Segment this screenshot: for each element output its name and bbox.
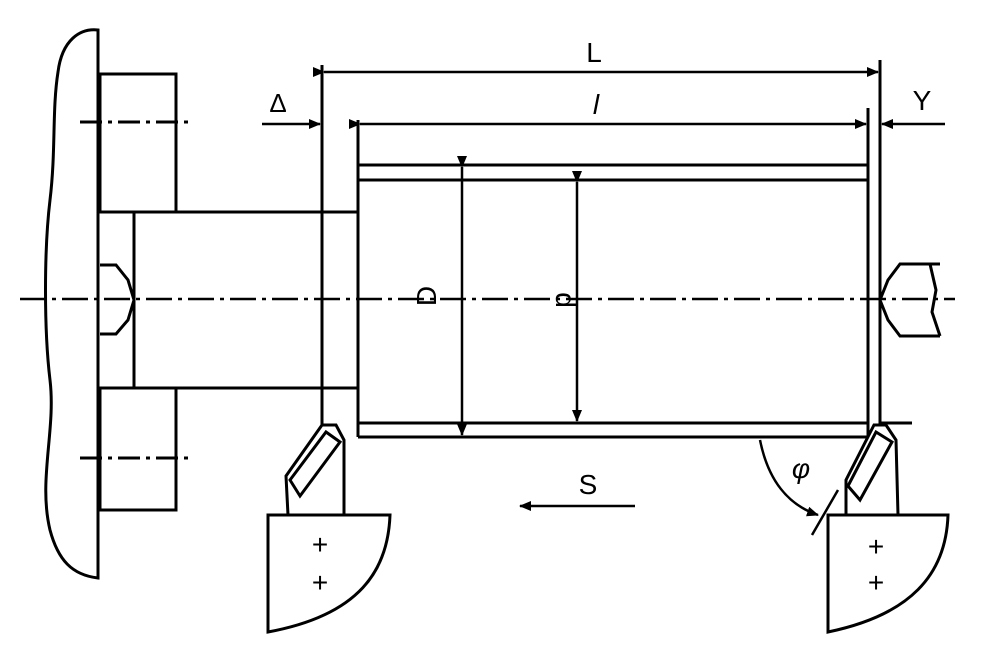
label-phi: φ xyxy=(792,453,810,484)
left-tool-holder xyxy=(266,513,392,634)
angle-arc-phi xyxy=(758,439,819,517)
right-tool-plus-1: + xyxy=(868,531,884,562)
label-l: l xyxy=(593,89,600,120)
chuck-break-outline xyxy=(44,28,100,580)
right-tool xyxy=(826,423,950,634)
label-Y: Y xyxy=(913,85,932,116)
angle-ref-line xyxy=(810,489,840,536)
label-D: D xyxy=(411,286,442,306)
label-L: L xyxy=(586,37,602,68)
left-tool xyxy=(266,423,392,634)
spindle-stub xyxy=(100,210,358,390)
right-tool-plus-2: + xyxy=(868,567,884,598)
right-tool-holder xyxy=(826,513,950,634)
left-center-recess xyxy=(100,263,136,336)
label-S: S xyxy=(579,469,598,500)
chuck-jaw-lower xyxy=(98,386,178,512)
left-tool-plus-2: + xyxy=(312,567,328,598)
chuck xyxy=(44,28,192,580)
dimension-lines xyxy=(262,67,945,536)
left-tool-plus-1: + xyxy=(312,529,328,560)
label-delta: Δ xyxy=(269,88,286,118)
label-d: d xyxy=(550,292,581,308)
workpiece xyxy=(320,60,942,439)
chuck-jaw-upper xyxy=(98,72,178,214)
